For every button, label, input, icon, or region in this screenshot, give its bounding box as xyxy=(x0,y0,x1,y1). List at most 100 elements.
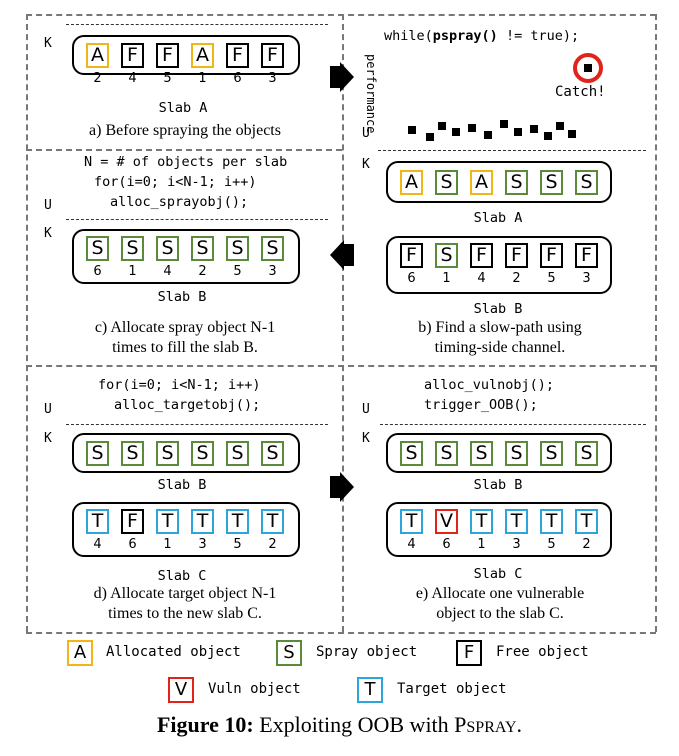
object-index: 3 xyxy=(198,537,207,552)
frame-row2 xyxy=(26,365,656,367)
slab-object-allocated: A xyxy=(191,43,214,68)
spray-code-line2: for(i=0; i<N-1; i++) xyxy=(94,174,257,190)
slab-c xyxy=(72,502,300,557)
timing-sample-point xyxy=(468,124,476,132)
slab-object-spray: S xyxy=(86,441,109,466)
user-kernel-boundary xyxy=(66,424,328,425)
figure-number: Figure 10: xyxy=(156,712,254,737)
slab-object-spray: S xyxy=(575,441,598,466)
slab-object-target: T xyxy=(156,509,179,534)
frame-center xyxy=(342,14,344,632)
slab-object-target: T xyxy=(400,509,423,534)
object-index: 1 xyxy=(198,71,207,86)
user-kernel-boundary xyxy=(378,150,646,151)
slab-b xyxy=(72,433,300,473)
timing-sample-point xyxy=(408,126,416,134)
arrow-left-icon xyxy=(330,240,354,270)
slab-object-target: T xyxy=(86,509,109,534)
slab-object-free: F xyxy=(470,243,493,268)
timing-sample-point xyxy=(530,125,538,133)
target-code-line2: alloc_targetobj(); xyxy=(114,397,261,413)
slab-object-free: F xyxy=(226,43,249,68)
object-index: 6 xyxy=(233,71,242,86)
slab-object-target: T xyxy=(505,509,528,534)
timing-sample-point xyxy=(556,122,564,130)
slab-object-allocated: A xyxy=(400,170,423,195)
timing-sample-point xyxy=(438,122,446,130)
object-index: 3 xyxy=(582,271,591,286)
slab-b-name: Slab B xyxy=(157,477,207,493)
slab-object-free: F xyxy=(400,243,423,268)
object-index: 6 xyxy=(407,271,416,286)
slab-a-name: Slab A xyxy=(473,210,523,226)
object-index: 6 xyxy=(442,537,451,552)
slab-object-free: F xyxy=(261,43,284,68)
slab-object-spray: S xyxy=(191,441,214,466)
user-label: U xyxy=(44,402,52,417)
object-index: 5 xyxy=(233,264,242,279)
kernel-label: K xyxy=(44,226,52,241)
slab-object-allocated: A xyxy=(86,43,109,68)
slab-object-target: T xyxy=(261,509,284,534)
slab-object-spray: S xyxy=(540,170,563,195)
slab-object-target: T xyxy=(575,509,598,534)
figure-caption: Figure 10: Exploiting OOB with PSPRAY. xyxy=(156,712,523,737)
slab-b xyxy=(386,236,612,294)
frame-bottom xyxy=(26,632,656,634)
caption-d-line1: d) Allocate target object N-1 xyxy=(93,585,277,602)
legend-swatch-target: T xyxy=(357,677,383,703)
object-index: 1 xyxy=(128,264,137,279)
slab-object-spray: S xyxy=(156,441,179,466)
slab-object-spray: S xyxy=(261,236,284,261)
slab-object-spray: S xyxy=(261,441,284,466)
object-index: 5 xyxy=(547,271,556,286)
slab-object-spray: S xyxy=(156,236,179,261)
slab-c-name: Slab C xyxy=(473,566,523,582)
slab-object-spray: S xyxy=(505,170,528,195)
slab-object-spray: S xyxy=(540,441,563,466)
user-label: U xyxy=(44,198,52,213)
object-index: 3 xyxy=(268,264,277,279)
slab-object-spray: S xyxy=(226,236,249,261)
caption-d-line2: times to the new slab C. xyxy=(108,605,262,622)
spray-code-line3: alloc_sprayobj(); xyxy=(110,194,249,210)
caption-b-line2: timing-side channel. xyxy=(434,339,566,356)
legend-label-vuln: Vuln object xyxy=(208,681,301,697)
caption-a: a) Before spraying the objects xyxy=(89,122,281,139)
object-index: 6 xyxy=(128,537,137,552)
slab-c xyxy=(386,502,612,557)
object-index: 4 xyxy=(128,71,137,86)
slab-a xyxy=(386,161,612,203)
user-label: U xyxy=(362,126,370,141)
slab-a xyxy=(72,35,300,75)
legend-swatch-spray: S xyxy=(276,640,302,666)
object-index: 2 xyxy=(93,71,102,86)
frame-top xyxy=(26,14,656,16)
user-kernel-boundary xyxy=(66,219,328,220)
user-kernel-boundary xyxy=(66,24,328,25)
slab-object-target: T xyxy=(226,509,249,534)
slab-object-free: F xyxy=(156,43,179,68)
slab-object-spray: S xyxy=(226,441,249,466)
slab-c-name: Slab C xyxy=(157,568,207,584)
slab-object-free: F xyxy=(121,509,144,534)
object-index: 2 xyxy=(582,537,591,552)
object-index: 6 xyxy=(93,264,102,279)
kernel-label: K xyxy=(44,36,52,51)
timing-sample-point xyxy=(568,130,576,138)
target-code-line1: for(i=0; i<N-1; i++) xyxy=(98,377,261,393)
pspray-loop-code: while(pspray() != true); xyxy=(384,28,580,44)
slab-object-target: T xyxy=(540,509,563,534)
arrow-right-icon xyxy=(330,62,354,92)
kernel-label: K xyxy=(362,431,370,446)
object-index: 2 xyxy=(268,537,277,552)
slab-b-name: Slab B xyxy=(473,301,523,317)
arrow-right-icon xyxy=(330,472,354,502)
spray-code-line1: N = # of objects per slab xyxy=(84,154,288,170)
timing-sample-point xyxy=(514,128,522,136)
object-index: 2 xyxy=(512,271,521,286)
object-index: 1 xyxy=(477,537,486,552)
slab-b xyxy=(72,229,300,284)
object-index: 5 xyxy=(547,537,556,552)
slab-object-spray: S xyxy=(435,170,458,195)
